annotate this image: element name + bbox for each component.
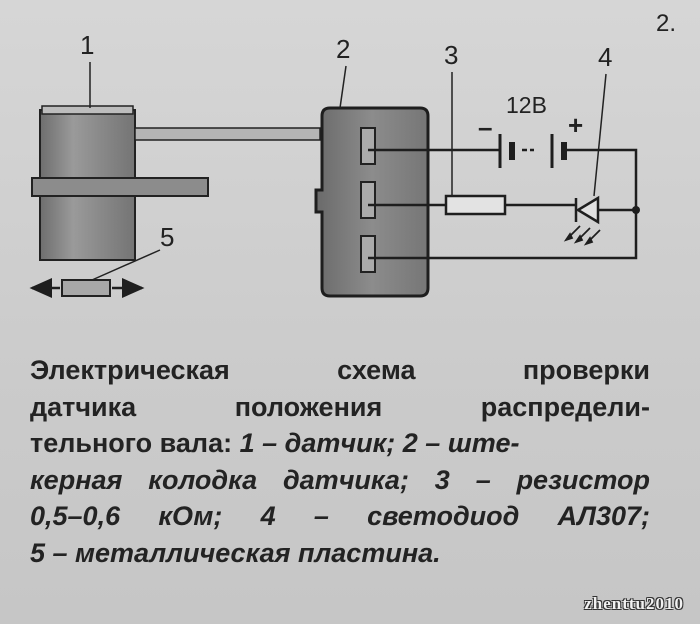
callout-leader-led xyxy=(593,73,607,197)
caption-line-1: Электрическая схема проверки xyxy=(30,355,650,385)
caption-line-6-italic: 5 – металлическая пластина. xyxy=(30,537,441,568)
battery-plus-sign: + xyxy=(568,110,584,140)
circuit-diagram xyxy=(29,62,640,298)
callout-3-resistor: 3 xyxy=(444,40,459,70)
caption-line-4-italic: керная колодка датчика; 3 – резистор xyxy=(30,464,650,495)
callout-leader-plate xyxy=(91,249,161,281)
sensor-body xyxy=(31,105,209,261)
caption-line-5: 0,5–0,6 кОм; 4 – светодиод АЛ307; xyxy=(30,498,650,535)
caption-line-5-italic: 0,5–0,6 кОм; 4 – светодиод АЛ307; xyxy=(30,501,650,531)
resistor-symbol xyxy=(444,194,507,216)
callout-leader-connector xyxy=(339,65,347,109)
callout-4-led: 4 xyxy=(598,42,613,72)
metal-plate xyxy=(61,279,111,297)
callout-1-sensor: 1 xyxy=(80,30,95,60)
led-symbol xyxy=(574,195,600,225)
led-light-rays xyxy=(563,225,601,246)
connector-block xyxy=(314,106,430,298)
watermark: zhenttu2010 xyxy=(584,594,684,613)
sensor-cable xyxy=(134,127,321,141)
callout-2-connector: 2 xyxy=(336,34,351,64)
caption-line-3-regular: тельного вала: xyxy=(30,428,240,458)
wire-junction xyxy=(632,206,640,214)
circuit-wires xyxy=(368,148,638,260)
caption-line-2: датчика положения распредели- xyxy=(30,391,650,422)
battery-voltage-label: 12В xyxy=(506,92,547,118)
caption-line-3: тельного вала: 1 – датчик; 2 – ште- xyxy=(30,425,650,462)
page-number: 2. xyxy=(656,10,677,37)
caption-line-4: керная колодка датчика; 3 – резистор xyxy=(30,462,650,499)
figure-caption: Электрическая схема проверки датчика пол… xyxy=(30,352,650,571)
callout-5-plate: 5 xyxy=(160,222,175,252)
battery-symbol xyxy=(498,134,575,168)
caption-line-6: 5 – металлическая пластина. xyxy=(30,535,650,572)
caption-line-3-italic: 1 – датчик; 2 – ште- xyxy=(239,428,520,458)
battery-minus-sign: – xyxy=(478,112,493,142)
